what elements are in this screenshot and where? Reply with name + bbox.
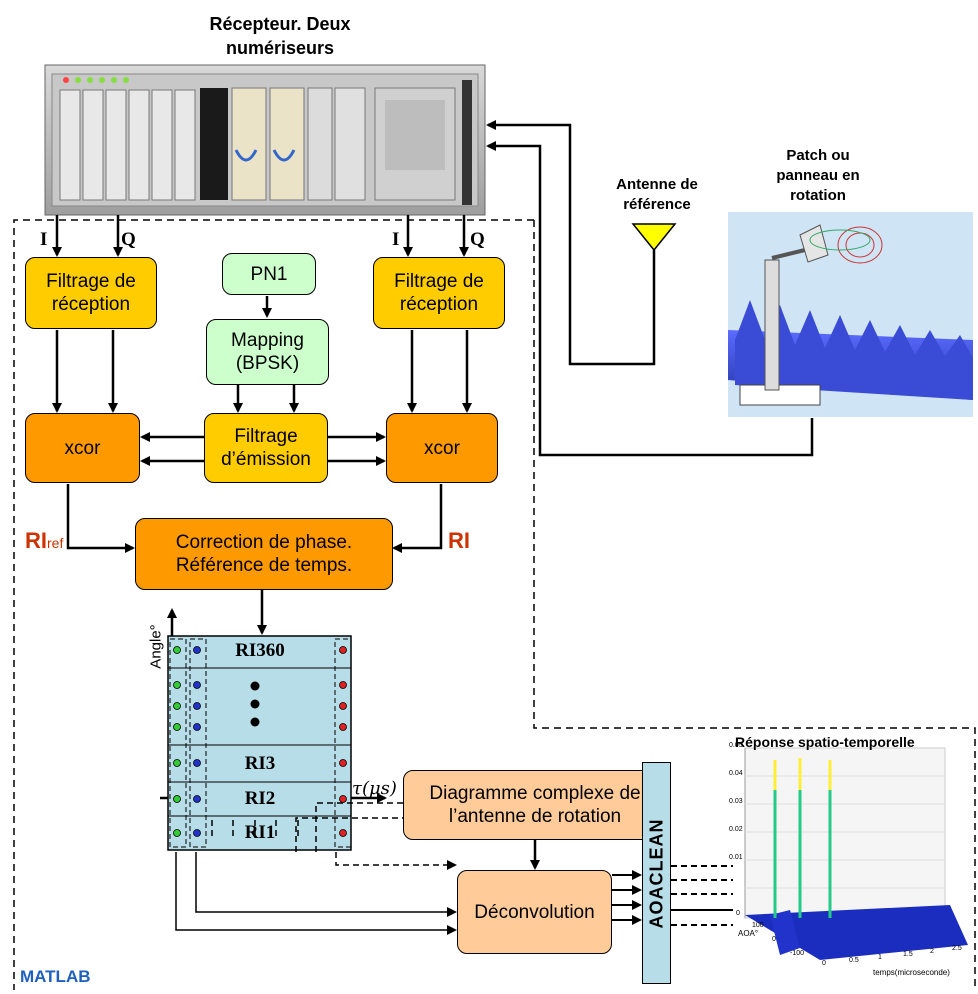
i-right-label: I [392, 229, 400, 250]
ref-antenna-cable [486, 120, 656, 366]
reference-antenna-label: Antenne de référence [616, 176, 698, 213]
time-tick-2: 1 [878, 954, 882, 961]
phase-correction-box: Correction de phase. Référence de temps. [135, 518, 393, 590]
q-right-label: Q [470, 229, 485, 250]
q-left-label: Q [121, 229, 136, 250]
aoaclean-box: AOACLEAN [642, 762, 671, 984]
receiver-title: Récepteur. Deux numériseurs [209, 14, 351, 58]
z-tick-2: 0.03 [729, 798, 743, 805]
z-tick-1: 0.04 [729, 770, 743, 777]
ri-matrix [167, 635, 352, 851]
ri-ref-label: RIref [25, 528, 63, 554]
time-tick-0: 0 [822, 960, 826, 967]
aoaclean-label: AOACLEAN [646, 818, 666, 928]
deconvolution-box: Déconvolution [457, 870, 612, 954]
patch-label: Patch ou panneau en rotation [776, 147, 860, 204]
ri-row-2: RI2 [244, 788, 276, 809]
z-tick-3: 0.02 [729, 826, 743, 833]
matlab-boundary-right [533, 220, 976, 990]
z-tick-4: 0.01 [729, 854, 743, 861]
matlab-label: MATLAB [20, 967, 91, 986]
matlab-boundary-left [13, 219, 534, 990]
time-tick-4: 2 [930, 948, 934, 955]
aoa-tick-0: 100 [752, 922, 764, 929]
i-left-label: I [40, 229, 48, 250]
tau-axis-label: τ(μs) [352, 778, 397, 799]
time-tick-3: 1.5 [903, 951, 913, 958]
xcor-right-box: xcor [386, 413, 498, 483]
response-plot [733, 740, 971, 990]
antenna-pattern-box: Diagramme complexe de l’antenne de rotat… [403, 770, 667, 840]
aoa-tick-2: -100 [790, 950, 805, 957]
ri-label: RI [448, 528, 470, 553]
pn1-box: PN1 [222, 253, 316, 295]
aoa-axis-label: AOA° [738, 929, 759, 938]
z-tick-5: 0 [736, 910, 740, 917]
deconv-to-aoaclean [612, 870, 642, 925]
time-axis-label: temps(microseconde) [873, 968, 950, 977]
ri-ref-main: RI [25, 528, 47, 553]
mapping-box: Mapping (BPSK) [206, 319, 329, 385]
patch-cable [486, 141, 814, 457]
xcor-left-box: xcor [25, 413, 140, 483]
ri-row-360: RI360 [235, 640, 285, 661]
rx-filter-left-box: Filtrage de réception [25, 257, 157, 329]
ri-row-3: RI3 [244, 753, 276, 774]
rotating-patch-image [728, 212, 973, 417]
angle-axis-label: Angle° [147, 624, 165, 669]
rx-filter-right-box: Filtrage de réception [373, 257, 505, 329]
reference-antenna-icon [631, 223, 677, 252]
receiver-rack-image [44, 64, 486, 216]
response-title: Réponse spatio-temporelle [735, 734, 915, 750]
tx-filter-box: Filtrage d’émission [204, 413, 328, 483]
ri-row-1: RI1 [244, 822, 276, 843]
aoa-tick-1: 0 [772, 936, 776, 943]
time-tick-1: 0.5 [849, 957, 859, 964]
time-tick-5: 2.5 [952, 945, 962, 952]
ri-ref-sub: ref [47, 535, 64, 551]
z-tick-0: 0.05 [729, 742, 743, 749]
